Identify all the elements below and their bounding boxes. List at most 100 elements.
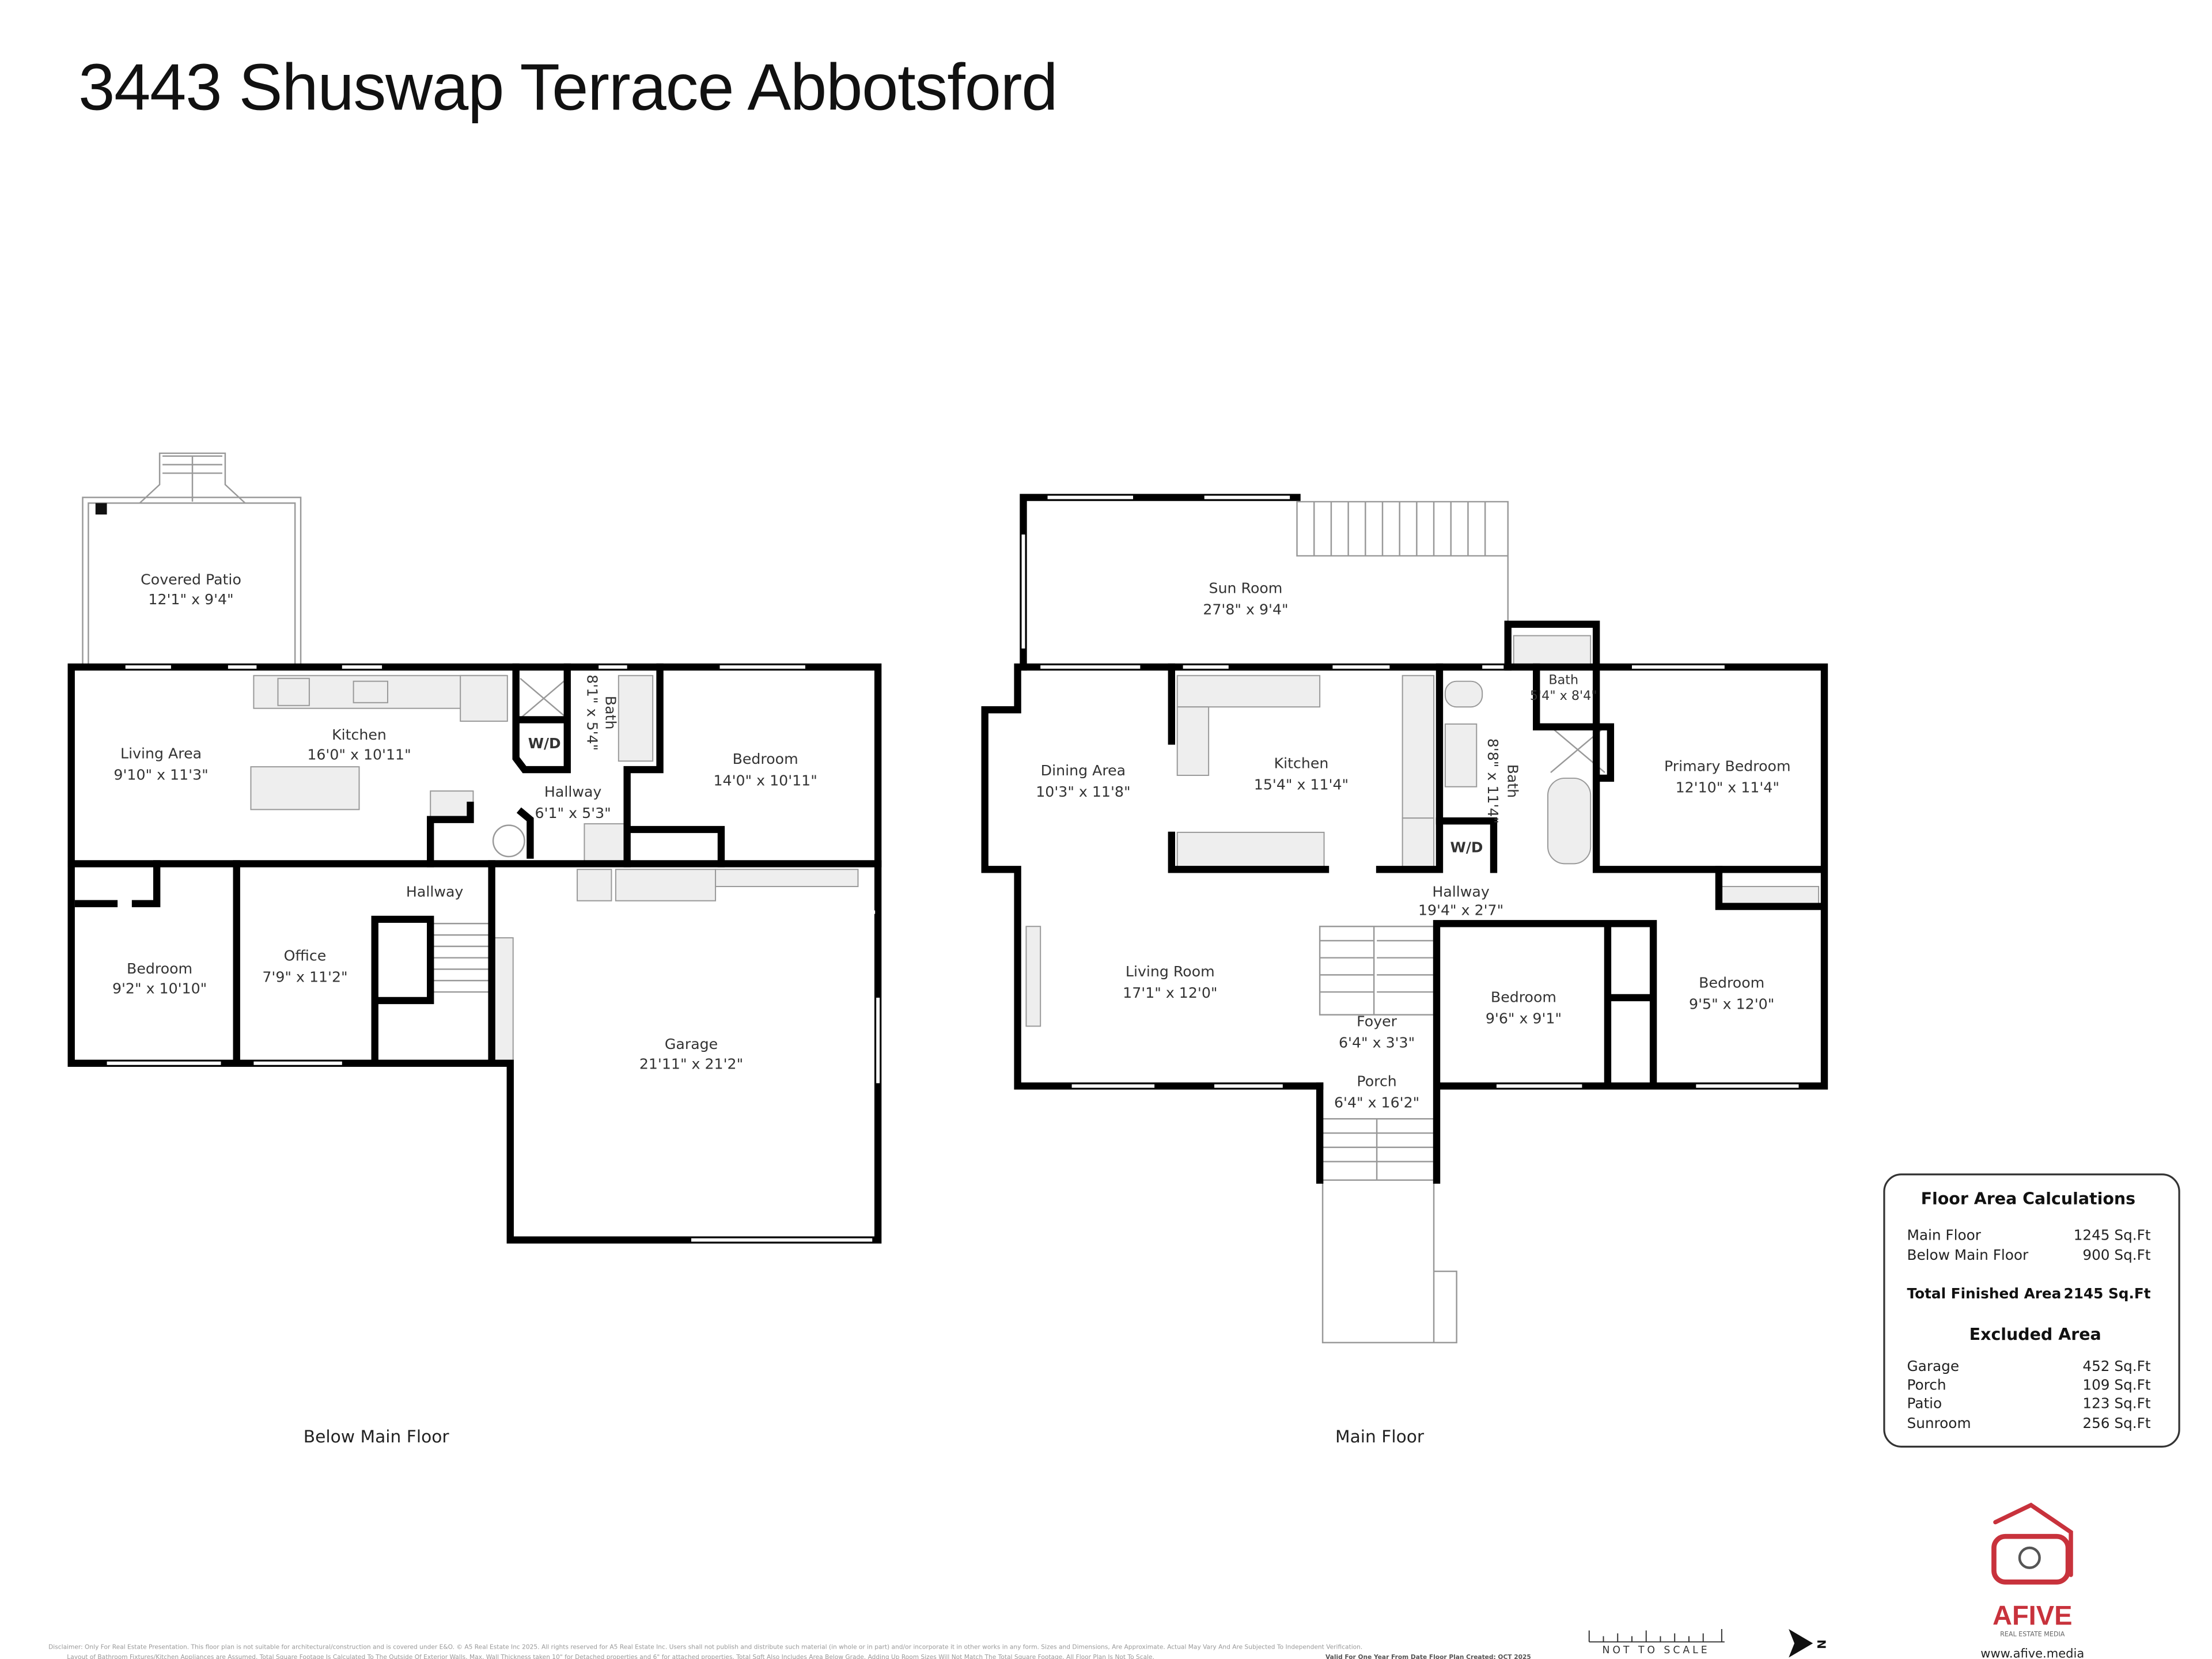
floor-area-calculations: Floor Area Calculations Main Floor 1245 … [1883, 1173, 2180, 1448]
svg-text:5'4" x 8'4": 5'4" x 8'4" [1530, 688, 1597, 703]
washer-dryer-label-main: W/D [1450, 839, 1483, 856]
svg-text:Foyer: Foyer [1357, 1013, 1397, 1029]
room-label-covered-patio: Covered Patio 12'1" x 9'4" [141, 571, 241, 608]
room-label-kitchen-main: Kitchen 15'4" x 11'4" [1254, 755, 1349, 793]
room-label-bedroom-2: Bedroom 9'2" x 10'10" [112, 960, 207, 997]
svg-text:9'6" x 9'1": 9'6" x 9'1" [1486, 1010, 1562, 1027]
svg-text:Floor Area Calculations: Floor Area Calculations [1921, 1190, 2135, 1209]
room-label-bedroom-main: Bedroom 9'6" x 9'1" [1486, 988, 1562, 1027]
svg-text:1245 Sq.Ft: 1245 Sq.Ft [2074, 1227, 2151, 1244]
svg-text:Excluded Area: Excluded Area [1969, 1325, 2101, 1344]
svg-text:Bath: Bath [603, 696, 619, 730]
svg-text:Bedroom: Bedroom [127, 960, 192, 977]
room-label-bedroom: Bedroom 14'0" x 10'11" [713, 751, 817, 789]
svg-text:Patio: Patio [1907, 1395, 1942, 1412]
room-label-office: Office 7'9" x 11'2" [262, 948, 347, 986]
svg-text:Kitchen: Kitchen [1274, 755, 1329, 772]
svg-text:6'4" x 3'3": 6'4" x 3'3" [1339, 1035, 1415, 1051]
svg-text:6'1" x 5'3": 6'1" x 5'3" [535, 805, 611, 821]
svg-text:N: N [1815, 1639, 1828, 1649]
svg-text:12'1" x 9'4": 12'1" x 9'4" [148, 591, 233, 608]
north-arrow-icon: N [1789, 1629, 1828, 1658]
svg-text:15'4" x 11'4": 15'4" x 11'4" [1254, 777, 1349, 793]
svg-text:16'0" x 10'11": 16'0" x 10'11" [307, 747, 411, 763]
svg-text:452 Sq.Ft: 452 Sq.Ft [2082, 1358, 2151, 1374]
svg-text:NOT TO SCALE: NOT TO SCALE [1602, 1645, 1710, 1656]
svg-text:AFIVE: AFIVE [1993, 1600, 2072, 1631]
svg-text:Bedroom: Bedroom [1491, 988, 1556, 1005]
room-label-foyer: Foyer 6'4" x 3'3" [1339, 1013, 1415, 1051]
svg-text:17'1" x 12'0": 17'1" x 12'0" [1123, 984, 1217, 1001]
svg-text:12'10" x 11'4": 12'10" x 11'4" [1676, 779, 1779, 796]
svg-text:Porch: Porch [1907, 1376, 1946, 1393]
svg-text:21'11" x 21'2": 21'11" x 21'2" [639, 1056, 743, 1073]
svg-text:Sun Room: Sun Room [1209, 579, 1283, 596]
svg-text:Bedroom: Bedroom [733, 751, 798, 767]
svg-text:19'4" x 2'7": 19'4" x 2'7" [1418, 902, 1503, 918]
floor-name-main: Main Floor [1335, 1427, 1425, 1447]
below-floor-walls [67, 663, 882, 1244]
room-label-porch: Porch 6'4" x 16'2" [1334, 1073, 1419, 1111]
room-label-dining-area: Dining Area 10'3" x 11'8" [1036, 762, 1130, 800]
svg-text:Garage: Garage [1907, 1358, 1960, 1374]
svg-text:Below Main Floor: Below Main Floor [1907, 1247, 2029, 1263]
svg-text:10'3" x 11'8": 10'3" x 11'8" [1036, 783, 1130, 800]
svg-text:8'8" x 11'4": 8'8" x 11'4" [1484, 738, 1501, 824]
room-label-primary-bedroom: Primary Bedroom 12'10" x 11'4" [1664, 758, 1791, 796]
svg-text:www.afive.media: www.afive.media [1980, 1646, 2084, 1659]
floor-name-below-main: Below Main Floor [304, 1427, 450, 1447]
svg-text:Hallway: Hallway [1432, 883, 1490, 900]
svg-text:109 Sq.Ft: 109 Sq.Ft [2082, 1376, 2151, 1393]
room-label-bedroom-main-2: Bedroom 9'5" x 12'0" [1689, 975, 1774, 1013]
svg-text:9'2" x 10'10": 9'2" x 10'10" [112, 980, 207, 997]
svg-text:Living Room: Living Room [1126, 963, 1215, 980]
room-label-garage: Garage 21'11" x 21'2" [639, 1036, 743, 1073]
svg-text:Living Area: Living Area [120, 745, 202, 762]
svg-text:Bedroom: Bedroom [1699, 975, 1764, 991]
svg-text:256 Sq.Ft: 256 Sq.Ft [2082, 1415, 2151, 1431]
svg-text:9'5" x 12'0": 9'5" x 12'0" [1689, 996, 1774, 1013]
svg-text:Layout of Bathroom Fixtures/Ki: Layout of Bathroom Fixtures/Kitchen Appl… [67, 1653, 1154, 1659]
svg-text:Dining Area: Dining Area [1041, 762, 1126, 779]
room-label-hallway-lower: Hallway [406, 883, 464, 900]
svg-text:Main Floor: Main Floor [1907, 1227, 1982, 1244]
room-label-living-area: Living Area 9'10" x 11'3" [113, 745, 208, 783]
svg-text:Bath: Bath [1505, 764, 1521, 798]
svg-text:Primary Bedroom: Primary Bedroom [1664, 758, 1791, 775]
below-main-floor-plan: W/D Covered Patio 12'1" x 9'4" Living Are… [67, 452, 882, 1447]
svg-text:7'9" x 11'2": 7'9" x 11'2" [262, 969, 347, 986]
svg-text:Hallway: Hallway [406, 883, 464, 900]
washer-dryer-label: W/D [528, 735, 561, 752]
scale-ruler-icon: NOT TO SCALE [1588, 1629, 1725, 1656]
room-label-hallway: Hallway 6'1" x 5'3" [535, 783, 611, 821]
svg-text:6'4" x 16'2": 6'4" x 16'2" [1334, 1094, 1419, 1111]
svg-text:Bath: Bath [1548, 673, 1578, 688]
svg-text:REAL ESTATE MEDIA: REAL ESTATE MEDIA [2000, 1630, 2065, 1638]
page-title: 3443 Shuswap Terrace Abbotsford [78, 51, 1057, 124]
svg-text:900 Sq.Ft: 900 Sq.Ft [2082, 1247, 2151, 1263]
svg-text:Hallway: Hallway [544, 783, 602, 800]
room-label-hallway-main: Hallway 19'4" x 2'7" [1418, 883, 1503, 918]
svg-text:Covered Patio: Covered Patio [141, 571, 241, 588]
svg-text:Sunroom: Sunroom [1907, 1415, 1971, 1431]
svg-text:Garage: Garage [665, 1036, 718, 1052]
room-label-living-room: Living Room 17'1" x 12'0" [1123, 963, 1217, 1001]
svg-text:Porch: Porch [1357, 1073, 1396, 1089]
svg-text:2145 Sq.Ft: 2145 Sq.Ft [2064, 1285, 2151, 1302]
svg-text:123 Sq.Ft: 123 Sq.Ft [2082, 1395, 2151, 1412]
covered-patio-outline [82, 452, 302, 667]
svg-text:8'1" x 5'4": 8'1" x 5'4" [584, 675, 600, 751]
svg-text:Valid For One Year From Date F: Valid For One Year From Date Floor Plan … [1325, 1653, 1531, 1659]
svg-text:14'0" x 10'11": 14'0" x 10'11" [713, 772, 817, 789]
main-floor-walls [981, 620, 1828, 1184]
afive-logo: AFIVE REAL ESTATE MEDIA www.afive.media [1980, 1502, 2084, 1659]
disclaimer: Disclaimer: Only For Real Estate Present… [48, 1643, 1531, 1659]
svg-text:9'10" x 11'3": 9'10" x 11'3" [113, 766, 208, 783]
svg-text:Office: Office [284, 948, 327, 964]
